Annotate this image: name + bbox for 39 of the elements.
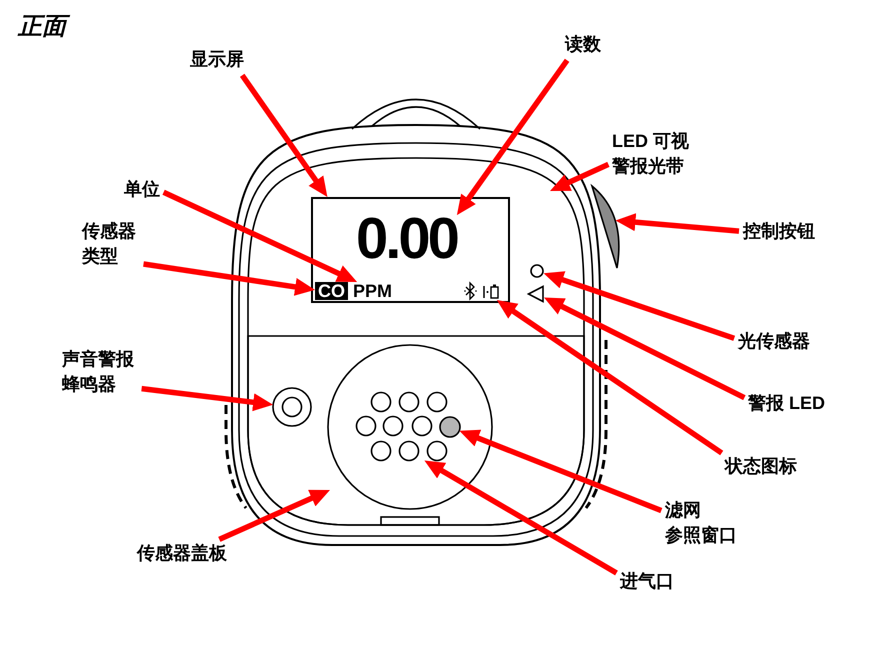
page-title: 正面 [14,10,74,44]
reading-value: 0.00 [356,210,457,268]
leader-line [141,386,274,412]
callout-label: 进气口 [620,569,674,594]
sensor-cover-plate [247,335,585,526]
control-button [591,185,620,270]
leader-line [548,162,610,194]
callout-label: 读数 [565,32,601,57]
leader-line [143,261,316,296]
lcd-display [311,197,510,303]
callout-label: 光传感器 [738,329,810,354]
callout-label: LED 可视警报光带 [612,129,694,179]
unit-text: PPM [353,282,392,300]
callout-label: 单位 [124,177,160,202]
filter-window-icon [439,416,461,438]
leader-line [240,74,330,199]
callout-label: 警报 LED [748,391,826,416]
callout-label: 传感器类型 [82,219,140,269]
intake-holes [356,392,448,462]
leader-line [454,58,570,217]
callout-label: 控制按钮 [743,219,815,244]
leader-line [162,190,358,284]
leader-line [458,428,662,514]
buzzer-icon [272,387,312,427]
alarm-led-icon [527,285,544,303]
callout-label: 滤网参照窗口 [665,498,742,548]
leader-line [542,295,746,400]
leader-line [218,487,332,542]
leader-line [615,213,740,234]
leader-line [495,298,724,456]
gas-type-badge: CO [315,282,348,300]
light-sensor-icon [530,264,544,278]
callout-label: 显示屏 [190,47,244,72]
callout-label: 传感器盖板 [137,541,227,566]
leader-line [423,458,618,576]
callout-label: 状态图标 [725,454,797,479]
bluetooth-battery-icon [464,282,500,300]
callout-label: 声音警报蜂鸣器 [62,347,138,397]
leader-line [542,270,736,341]
